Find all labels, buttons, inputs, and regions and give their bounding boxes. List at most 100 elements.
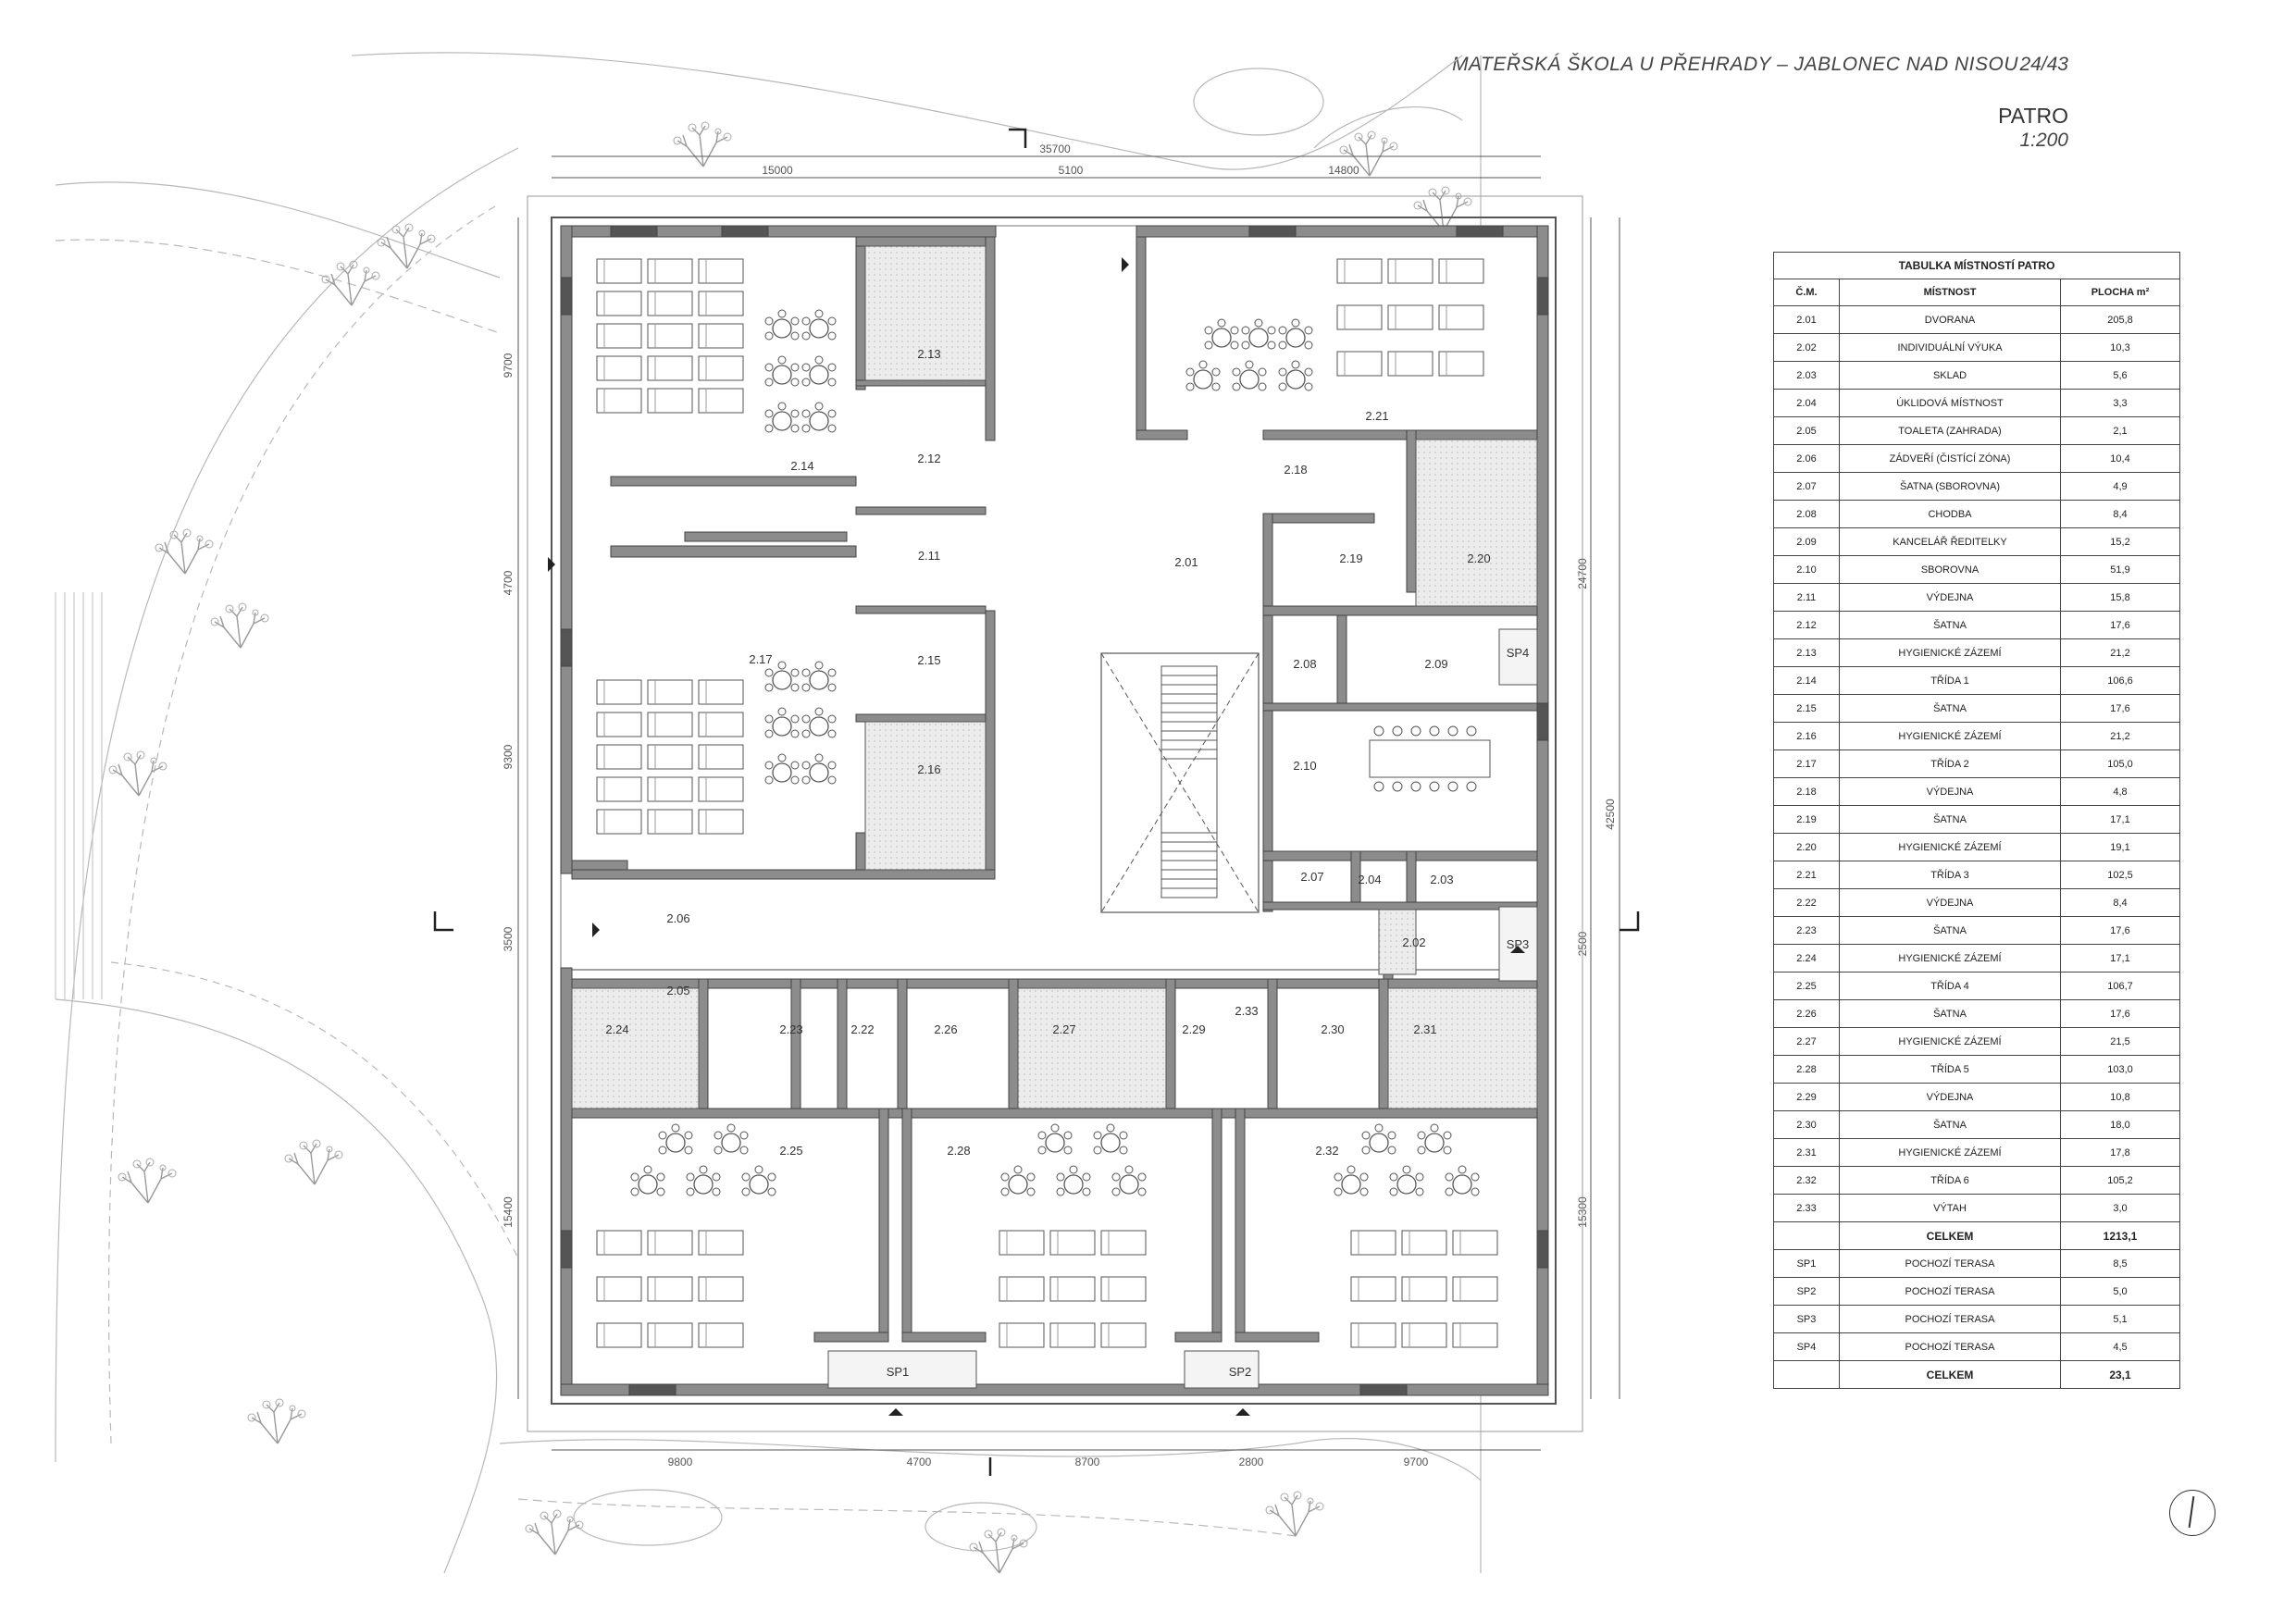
room-2-10: 2.10 [1293,759,1316,773]
cell-number: 2.19 [1773,805,1840,834]
table-caption: TABULKA MÍSTNOSTÍ PATRO [1773,252,2180,279]
cell-area: 17,8 [2060,1138,2180,1167]
cell-room: VÝTAH [1839,1194,2061,1222]
cell-room: HYGIENICKÉ ZÁZEMÍ [1839,722,2061,750]
cell-number: 2.20 [1773,833,1840,861]
room-labels: 2.01 2.02 2.03 2.04 2.05 2.06 2.07 2.08 … [605,347,1529,1379]
cell-room: KANCELÁŘ ŘEDITELKY [1839,527,2061,556]
room-2-04: 2.04 [1358,873,1381,886]
cell-number: 2.29 [1773,1083,1840,1111]
room-2-28: 2.28 [947,1144,970,1158]
dim-top-total: 35700 [1039,142,1071,155]
cell-area: 3,0 [2060,1194,2180,1222]
cell-number: SP4 [1773,1332,1840,1361]
col-header-number: Č.M. [1773,279,1840,306]
dim-right-total: 42500 [1604,799,1617,830]
exterior-walls [560,225,1549,1396]
cell-area: 8,4 [2060,888,2180,917]
cell-area: 10,3 [2060,333,2180,362]
cell-room: ŠATNA [1839,805,2061,834]
dim-bottom-1: 9800 [668,1456,693,1468]
cell-room: TŘÍDA 6 [1839,1166,2061,1195]
room-2-09: 2.09 [1424,657,1447,671]
cell-number: 2.04 [1773,389,1840,417]
room-2-33: 2.33 [1235,1004,1258,1018]
cell-area: 8,4 [2060,500,2180,528]
cell-number: 2.27 [1773,1027,1840,1056]
cell-room: TŘÍDA 1 [1839,666,2061,695]
dim-top-3: 14800 [1328,164,1359,177]
cell-room: HYGIENICKÉ ZÁZEMÍ [1839,833,2061,861]
cell-area: 17,1 [2060,944,2180,973]
room-2-27: 2.27 [1052,1022,1075,1036]
cell-room: TŘÍDA 4 [1839,972,2061,1000]
cell-area: 103,0 [2060,1055,2180,1084]
total-label: CELKEM [1839,1221,2061,1250]
cell-room: SBOROVNA [1839,555,2061,584]
cell-room: TŘÍDA 2 [1839,750,2061,778]
cell-room: ŠATNA (SBOROVNA) [1839,472,2061,501]
room-2-01: 2.01 [1174,555,1198,569]
cell-number: 2.12 [1773,611,1840,639]
col-header-room: MÍSTNOST [1839,279,2061,306]
cell-number: 2.22 [1773,888,1840,917]
page-number: 24/43 [2019,54,2068,75]
total-label: CELKEM [1839,1360,2061,1389]
room-2-08: 2.08 [1293,657,1316,671]
room-2-32: 2.32 [1315,1144,1338,1158]
cell-number: 2.21 [1773,861,1840,889]
site-boundary [527,195,1583,1432]
terrace-sp3: SP3 [1507,937,1530,951]
cell-number: 2.06 [1773,444,1840,473]
cell-room: POCHOZÍ TERASA [1839,1305,2061,1333]
cell-area: 102,5 [2060,861,2180,889]
cell-room: POCHOZÍ TERASA [1839,1332,2061,1361]
cell-number: 2.15 [1773,694,1840,723]
dim-left-3: 9300 [502,744,515,769]
cell-number: 2.09 [1773,527,1840,556]
col-header-area: PLOCHA m² [2060,279,2180,306]
terrace-edge [551,217,1557,1405]
room-2-29: 2.29 [1182,1022,1205,1036]
cell-room: SKLAD [1839,361,2061,390]
cell-room: ŠATNA [1839,999,2061,1028]
cell-area: 51,9 [2060,555,2180,584]
cell-number: 2.17 [1773,750,1840,778]
cell-area: 5,1 [2060,1305,2180,1333]
room-2-05: 2.05 [666,984,689,997]
room-2-21: 2.21 [1365,409,1388,423]
interior-walls [571,236,1538,1343]
room-2-18: 2.18 [1284,463,1307,477]
cell-area: 15,8 [2060,583,2180,612]
room-schedule-table: TABULKA MÍSTNOSTÍ PATRO Č.M. MÍSTNOST PL… [1773,252,2180,1389]
dim-top-2: 5100 [1059,164,1084,177]
cell-area: 5,0 [2060,1277,2180,1306]
cell-room: VÝDEJNA [1839,583,2061,612]
total-value: 1213,1 [2060,1221,2180,1250]
sheet-title: MATEŘSKÁ ŠKOLA U PŘEHRADY – JABLONEC NAD… [1452,54,2018,75]
scale-label: 1:200 [2019,130,2068,151]
cell-room: ŠATNA [1839,1110,2061,1139]
dim-bottom-3: 8700 [1075,1456,1100,1468]
cell-number: 2.01 [1773,305,1840,334]
cell-area: 4,9 [2060,472,2180,501]
terraces [827,628,1538,1389]
cell-number: 2.02 [1773,333,1840,362]
dimension-text: 35700 15000 5100 14800 9800 4700 8700 28… [502,142,1617,1468]
cell-number: 2.25 [1773,972,1840,1000]
